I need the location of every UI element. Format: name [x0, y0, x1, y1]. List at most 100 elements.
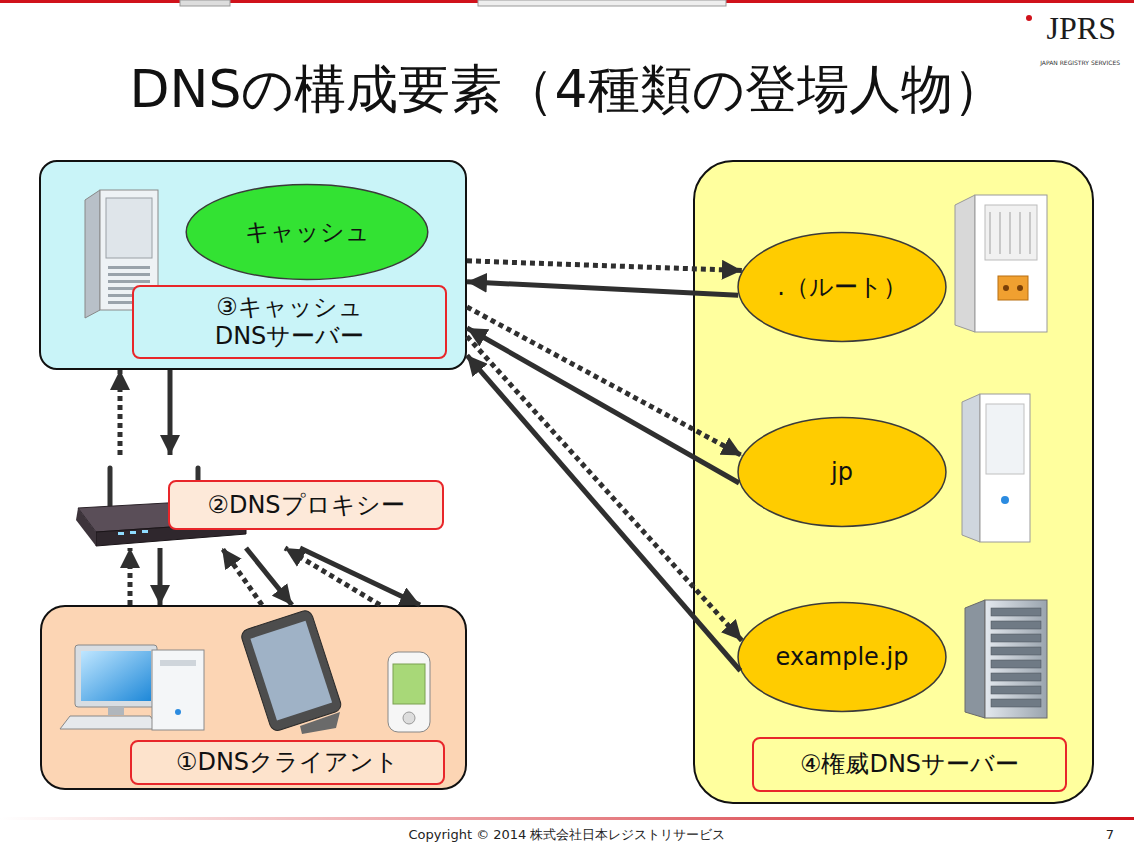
router-icon-part — [96, 522, 246, 546]
zone-ellipse: example.jp — [737, 602, 947, 712]
dns-client-panel: ①DNSクライアント — [40, 605, 467, 790]
vent-slot — [108, 273, 150, 276]
router-icon-part — [108, 468, 113, 508]
query-arrow — [467, 261, 742, 271]
root-server-icon-part — [1003, 285, 1009, 291]
phone-icon — [388, 652, 430, 732]
rack-unit — [991, 699, 1041, 707]
slide-title: DNSの構成要素（4種類の登場人物） — [129, 58, 1004, 120]
response-arrow — [467, 328, 739, 483]
response-arrow — [168, 370, 173, 455]
pc-icon-part — [160, 660, 196, 666]
jp-server-icon-part — [980, 394, 1030, 542]
pc-icon-part — [108, 707, 124, 715]
cache-server-icon-part — [106, 198, 152, 258]
authoritative-panel: ④権威DNSサーバー .（ルート） jp example.jp — [693, 160, 1094, 804]
pc-icon-part — [60, 716, 160, 729]
jp-server-icon-part — [962, 394, 980, 542]
vent-stripe — [1029, 212, 1031, 254]
router-icon-part — [78, 500, 246, 532]
vent-slot — [108, 287, 150, 290]
vent-slot — [108, 294, 150, 297]
zone-name: キャッシュ — [245, 216, 370, 248]
cache-ellipse: キャッシュ — [185, 184, 429, 280]
copyright: Copyright © 2014 株式会社日本レジストリサービス — [408, 826, 725, 843]
cache-server-icon-part — [108, 266, 150, 304]
router-icon-part — [142, 530, 148, 533]
rack-unit — [991, 686, 1041, 694]
example-jp-server-icon — [965, 600, 1047, 718]
rack-unit — [991, 673, 1041, 681]
role-label: ①DNSクライアント — [130, 740, 445, 785]
rack-unit — [991, 660, 1041, 668]
rack-unit — [991, 608, 1041, 616]
zone-ellipse: jp — [737, 417, 947, 527]
vent-stripe — [999, 212, 1001, 254]
rack-unit — [991, 621, 1041, 629]
root-server-icon-part — [990, 212, 1030, 254]
example-jp-server-icon-part — [985, 600, 1047, 718]
root-server-icon-part — [985, 205, 1037, 260]
root-server-icon — [955, 195, 1047, 332]
root-server-icon-part — [955, 195, 975, 332]
response-arrow — [467, 282, 738, 295]
copyright-wrap: Copyright © 2014 株式会社日本レジストリサービス — [0, 824, 1134, 843]
vent-slot — [108, 280, 150, 283]
tablet-stand — [300, 712, 340, 734]
example-jp-server-icon-part — [991, 608, 1041, 707]
response-arrow — [300, 548, 420, 605]
tablet-icon-part — [240, 609, 343, 733]
title-wrap: DNSの構成要素（4種類の登場人物） — [0, 58, 1134, 120]
logo-subtitle-wrap: JAPAN REGISTRY SERVICES — [1040, 50, 1120, 69]
vent-stripe — [989, 212, 991, 254]
role-label: ④権威DNSサーバー — [752, 737, 1067, 792]
connectors — [120, 261, 742, 671]
top-rule — [0, 0, 1134, 3]
response-arrow — [158, 548, 163, 605]
zone-name: .（ルート） — [777, 271, 907, 303]
logo-text-wrap: JPRS — [1047, 10, 1116, 47]
phone-icon-part — [393, 664, 425, 704]
router-icon — [76, 468, 246, 546]
query-arrow — [285, 548, 380, 605]
dns-proxy: ②DNSプロキシー — [60, 455, 450, 548]
phone-icon-part — [388, 652, 430, 732]
jp-server-icon — [962, 394, 1030, 542]
footer-rule — [0, 817, 1134, 820]
ellipse-outline — [186, 184, 428, 279]
router-icon-part — [130, 531, 136, 534]
logo-subtitle: JAPAN REGISTRY SERVICES — [1040, 59, 1120, 66]
vent-slot — [108, 301, 150, 304]
router-icon-part — [118, 532, 124, 535]
root-server-icon-part — [975, 195, 1047, 332]
cache-server-icon-part — [100, 190, 158, 310]
jp-server-icon-part — [1001, 496, 1009, 504]
router-icon-part — [76, 508, 96, 546]
logo-text: JPRS — [1047, 10, 1116, 47]
query-arrow — [222, 548, 262, 605]
vent-stripe — [1019, 212, 1021, 254]
page-number: 7 — [1106, 827, 1114, 842]
vent-stripe — [1009, 212, 1011, 254]
response-arrow — [246, 548, 292, 605]
query-arrow — [467, 336, 742, 640]
query-arrow — [467, 307, 742, 456]
pc-icon — [60, 645, 204, 730]
zone-name: example.jp — [776, 643, 909, 671]
ellipse-outline — [738, 603, 946, 712]
top-tab — [478, 0, 726, 6]
pc-icon-part — [81, 651, 151, 701]
root-server-icon-part — [1017, 285, 1023, 291]
router-icon-part — [196, 468, 201, 506]
example-jp-server-icon-part — [965, 600, 985, 718]
zone-name: jp — [831, 458, 853, 486]
vent-slot — [108, 266, 150, 269]
logo-dot — [1026, 15, 1032, 21]
role-label: ③キャッシュ DNSサーバー — [132, 285, 447, 359]
ellipse-outline — [738, 418, 946, 527]
role-label: ②DNSプロキシー — [168, 480, 444, 530]
tablet-icon — [240, 609, 343, 733]
pc-icon-part — [75, 645, 157, 707]
